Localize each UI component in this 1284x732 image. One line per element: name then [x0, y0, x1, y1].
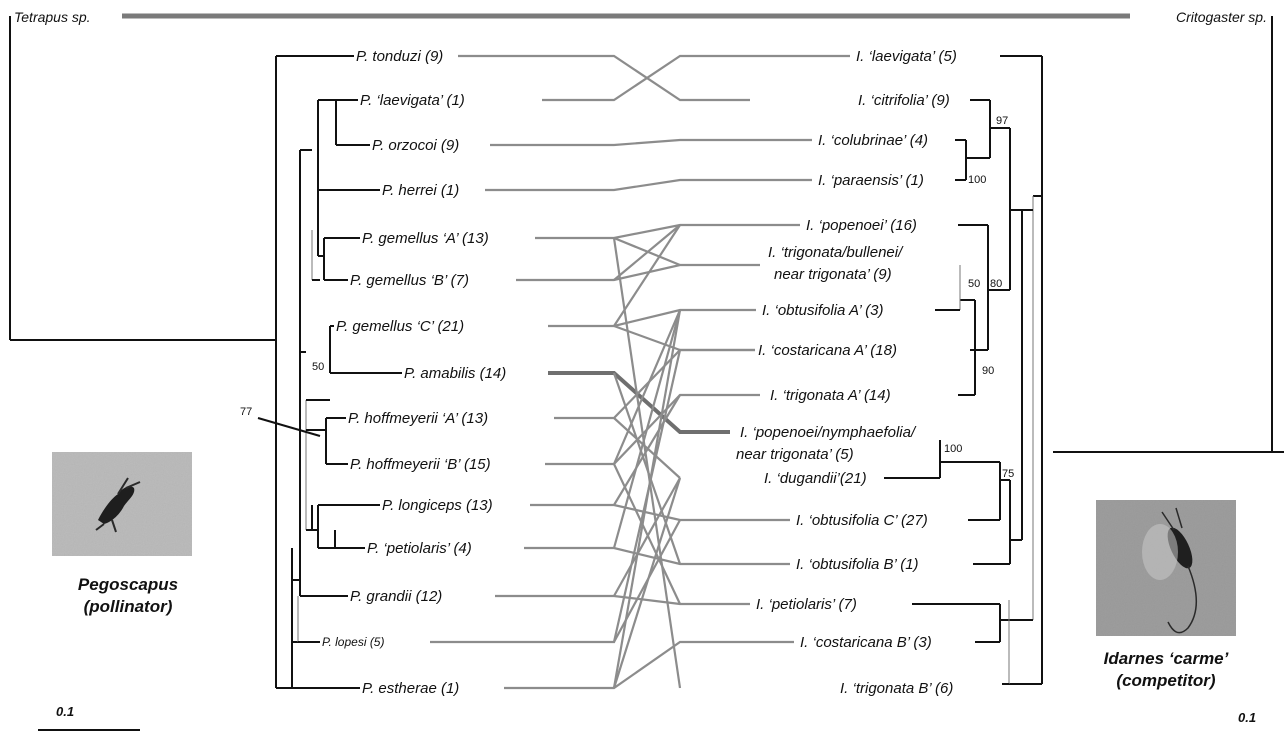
- pollinator-label: P. gemellus ‘C’ (21): [336, 318, 464, 335]
- bootstrap-value: 100: [968, 174, 986, 186]
- association-lines: [430, 54, 850, 690]
- competitor-label: I. ‘laevigata’ (5): [856, 48, 957, 65]
- competitor-photo: [1096, 500, 1236, 636]
- bootstrap-value: 77: [240, 406, 252, 418]
- competitor-label: I. ‘colubrinae’ (4): [818, 132, 928, 149]
- scale-bar-right-label: 0.1: [1238, 710, 1256, 725]
- competitor-tree: [884, 55, 1043, 685]
- competitor-label: I. ‘obtusifolia B’ (1): [796, 556, 919, 573]
- pollinator-label: P. herrei (1): [382, 182, 459, 199]
- bootstrap-value: 75: [1002, 468, 1014, 480]
- pollinator-label: P. amabilis (14): [404, 365, 506, 382]
- pollinator-label: P. grandii (12): [350, 588, 442, 605]
- scale-bar-left-label: 0.1: [56, 704, 74, 719]
- competitor-label: I. ‘obtusifolia A’ (3): [762, 302, 883, 319]
- bootstrap-value: 90: [982, 365, 994, 377]
- competitor-label: I. ‘trigonata/bullenei/: [768, 244, 904, 261]
- bootstrap-value: 97: [996, 115, 1008, 127]
- competitor-label: I. ‘trigonata B’ (6): [840, 680, 953, 697]
- pollinator-label: P. hoffmeyerii ‘A’ (13): [348, 410, 488, 427]
- bootstrap-value: 80: [990, 278, 1002, 290]
- pollinator-label: P. ‘petiolaris’ (4): [367, 540, 472, 557]
- competitor-label: I. ‘dugandii’(21): [764, 470, 867, 487]
- pollinator-label: P. ‘laevigata’ (1): [360, 92, 465, 109]
- competitor-label: near trigonata’ (5): [736, 446, 854, 463]
- pollinator-tree: [257, 55, 402, 689]
- pollinator-label: P. lopesi (5): [322, 635, 384, 649]
- competitor-label: I. ‘citrifolia’ (9): [858, 92, 950, 109]
- pollinator-label: P. tonduzi (9): [356, 48, 443, 65]
- pollinator-label: P. gemellus ‘A’ (13): [362, 230, 489, 247]
- competitor-label: I. ‘petiolaris’ (7): [756, 596, 857, 613]
- competitor-labels: I. ‘laevigata’ (5) I. ‘citrifolia’ (9) I…: [736, 48, 957, 697]
- pollinator-label: P. longiceps (13): [382, 497, 493, 514]
- outgroup-connector: [9, 13, 1284, 453]
- competitor-label: I. ‘costaricana B’ (3): [800, 634, 932, 651]
- bootstrap-value: 50: [312, 361, 324, 373]
- outgroup-right-label: Critogaster sp.: [1176, 9, 1267, 25]
- pollinator-photo: [52, 452, 192, 556]
- bootstrap-values: 50 77 97 100 50 80 90 100 75: [240, 115, 1014, 480]
- pollinator-caption-role: (pollinator): [84, 597, 173, 616]
- competitor-caption-role: (competitor): [1116, 671, 1216, 690]
- pollinator-label: P. hoffmeyerii ‘B’ (15): [350, 456, 491, 473]
- competitor-label: I. ‘paraensis’ (1): [818, 172, 924, 189]
- competitor-label: I. ‘popenoei’ (16): [806, 217, 917, 234]
- pollinator-caption-genus: Pegoscapus: [78, 575, 178, 594]
- bootstrap-value: 50: [968, 278, 980, 290]
- pollinator-labels: P. tonduzi (9) P. ‘laevigata’ (1) P. orz…: [322, 48, 506, 697]
- pollinator-label: P. orzocoi (9): [372, 137, 459, 154]
- pollinator-label: P. gemellus ‘B’ (7): [350, 272, 469, 289]
- pollinator-label: P. estherae (1): [362, 680, 459, 697]
- outgroup-left-label: Tetrapus sp.: [14, 9, 91, 25]
- competitor-label: I. ‘obtusifolia C’ (27): [796, 512, 928, 529]
- competitor-label: near trigonata’ (9): [774, 266, 892, 283]
- competitor-label: I. ‘popenoei/nymphaefolia/: [740, 424, 917, 441]
- competitor-label: I. ‘costaricana A’ (18): [758, 342, 897, 359]
- competitor-label: I. ‘trigonata A’ (14): [770, 387, 891, 404]
- competitor-caption-genus: Idarnes ‘carme’: [1104, 649, 1229, 668]
- bootstrap-value: 100: [944, 443, 962, 455]
